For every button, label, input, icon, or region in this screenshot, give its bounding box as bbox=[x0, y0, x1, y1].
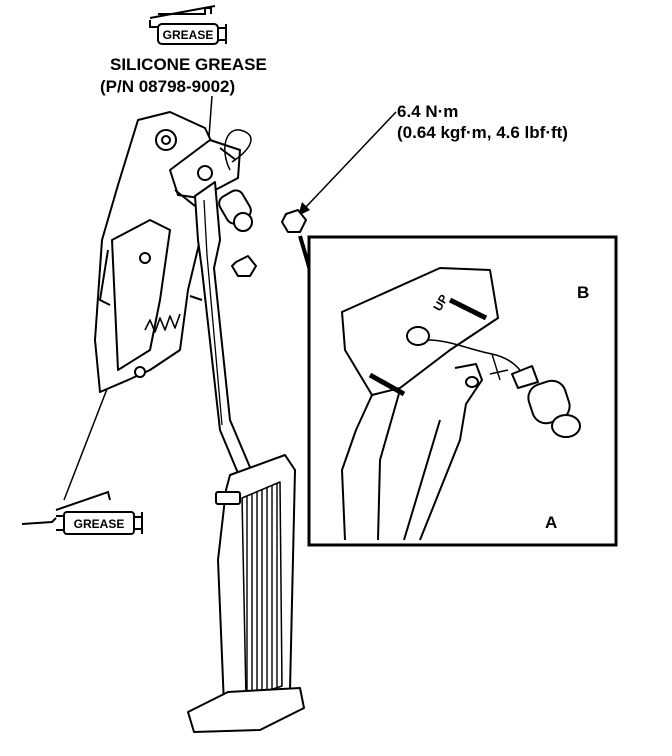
grease-gun-top-icon bbox=[149, 5, 227, 45]
detail-switch-cap bbox=[551, 414, 581, 438]
grease-gun-bottom-label: GREASE bbox=[74, 517, 125, 531]
detail-wire bbox=[427, 339, 526, 379]
nut-upper bbox=[281, 209, 307, 233]
detail-pedal-arm bbox=[419, 363, 483, 541]
harness-wire bbox=[224, 129, 252, 171]
bracket-hole-upper bbox=[155, 129, 177, 151]
silicone-grease-label: SILICONE GREASE bbox=[110, 55, 267, 74]
detail-pivot-hole bbox=[406, 326, 430, 346]
torque-leader-line bbox=[304, 111, 397, 209]
pedal-stop-bolt bbox=[215, 491, 241, 505]
part-number-label: (P/N 08798-9002) bbox=[100, 77, 235, 96]
torque-alt-label: (0.64 kgf·m, 4.6 lbf·ft) bbox=[397, 123, 568, 142]
pedal-assembly bbox=[94, 111, 307, 733]
detail-clip bbox=[511, 365, 539, 389]
detail-drawing bbox=[341, 267, 581, 541]
callout-a-label: A bbox=[545, 513, 557, 532]
nut-lower bbox=[231, 255, 257, 277]
pedal-heel-plate bbox=[187, 687, 305, 733]
callout-b-label: B bbox=[577, 283, 589, 302]
torque-value-label: 6.4 N·m bbox=[397, 102, 458, 121]
bracket-inner-panel bbox=[111, 219, 171, 371]
return-spring bbox=[144, 313, 181, 333]
bracket-hole-mid bbox=[139, 252, 151, 264]
grease-gun-bottom-icon bbox=[21, 490, 143, 535]
bracket-hole-lower bbox=[134, 366, 146, 378]
switch-cap bbox=[233, 212, 253, 232]
pedal-pad-ribs bbox=[241, 481, 283, 699]
grease-gun-top-label: GREASE bbox=[163, 28, 214, 42]
